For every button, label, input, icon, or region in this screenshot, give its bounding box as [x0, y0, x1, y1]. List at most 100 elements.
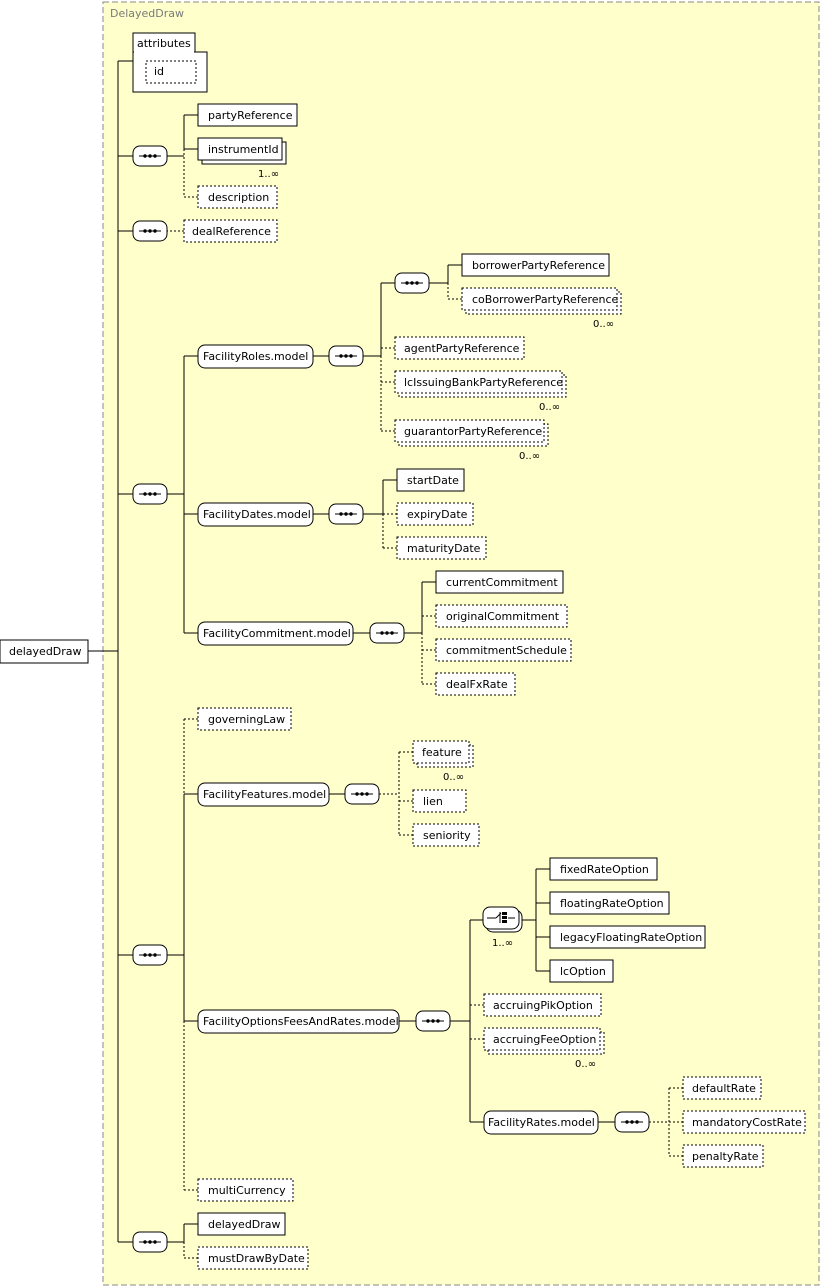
- element-guarantorPartyReference[interactable]: guarantorPartyReference 0..∞: [394, 419, 549, 462]
- lien-label: lien: [423, 795, 443, 808]
- borrowerPartyReference-label: borrowerPartyReference: [472, 259, 605, 272]
- element-instrumentId[interactable]: instrumentId 1..∞: [197, 137, 287, 180]
- facilityFeatures-label: FacilityFeatures.model: [203, 788, 326, 801]
- accruingFeeOption-label: accruingFeeOption: [493, 1033, 596, 1046]
- feature-label: feature: [422, 746, 462, 759]
- element-governingLaw[interactable]: governingLaw: [197, 707, 292, 731]
- description-label: description: [208, 191, 269, 204]
- connectors: [88, 60, 683, 1259]
- element-mandatoryCostRate[interactable]: mandatoryCostRate: [682, 1110, 806, 1134]
- dealReference-label: dealReference: [192, 225, 271, 238]
- sequence-icon: [394, 272, 430, 294]
- element-delayedDraw-child[interactable]: delayedDraw: [197, 1212, 286, 1236]
- element-agentPartyReference[interactable]: agentPartyReference: [394, 336, 525, 360]
- element-accruingPikOption[interactable]: accruingPikOption: [483, 993, 602, 1017]
- attributes-title: attributes: [137, 37, 191, 50]
- sequence-icon: [614, 1111, 650, 1133]
- dealFxRate-label: dealFxRate: [446, 678, 508, 691]
- fixedRateOption-label: fixedRateOption: [560, 863, 649, 876]
- group-FacilityDates[interactable]: FacilityDates.model: [197, 502, 314, 527]
- sequence-icon: [344, 783, 380, 805]
- seniority-label: seniority: [423, 829, 471, 842]
- facilityRates-label: FacilityRates.model: [488, 1116, 595, 1129]
- legacyFloatingRateOption-label: legacyFloatingRateOption: [560, 931, 702, 944]
- element-lien[interactable]: lien: [412, 789, 467, 813]
- element-lcOption[interactable]: lcOption: [549, 959, 614, 983]
- element-seniority[interactable]: seniority: [412, 823, 480, 847]
- element-commitmentSchedule[interactable]: commitmentSchedule: [435, 638, 572, 662]
- root-element-delayedDraw[interactable]: delayedDraw: [0, 639, 89, 664]
- group-FacilityRates[interactable]: FacilityRates.model: [483, 1110, 599, 1135]
- sequence-icon: [369, 622, 405, 644]
- choice-icon: [482, 906, 523, 933]
- originalCommitment-label: originalCommitment: [446, 610, 560, 623]
- multiCurrency-label: multiCurrency: [208, 1184, 286, 1197]
- sequence-icon: [132, 220, 168, 242]
- sequence-icon: [328, 345, 364, 367]
- element-mustDrawByDate[interactable]: mustDrawByDate: [197, 1246, 309, 1270]
- element-lcIssuingBankPartyReference[interactable]: lcIssuingBankPartyReference 0..∞: [394, 370, 567, 413]
- sequence-icon: [132, 483, 168, 505]
- delayedDraw-child-label: delayedDraw: [208, 1218, 281, 1231]
- element-penaltyRate[interactable]: penaltyRate: [682, 1144, 764, 1168]
- guarantorPartyReference-label: guarantorPartyReference: [404, 425, 542, 438]
- instrumentId-label: instrumentId: [208, 143, 279, 156]
- element-accruingFeeOption[interactable]: accruingFeeOption 0..∞: [483, 1027, 605, 1070]
- facilityOptions-label: FacilityOptionsFeesAndRates.model: [203, 1015, 399, 1028]
- sequence-icon: [415, 1010, 451, 1032]
- instrumentId-cardinality: 1..∞: [258, 169, 279, 180]
- currentCommitment-label: currentCommitment: [446, 576, 558, 589]
- maturityDate-label: maturityDate: [407, 542, 481, 555]
- floatingRateOption-label: floatingRateOption: [560, 897, 664, 910]
- element-currentCommitment[interactable]: currentCommitment: [435, 570, 564, 594]
- feature-cardinality: 0..∞: [443, 772, 464, 783]
- element-description[interactable]: description: [197, 185, 278, 209]
- element-feature[interactable]: feature 0..∞: [412, 740, 474, 783]
- element-floatingRateOption[interactable]: floatingRateOption: [549, 891, 670, 915]
- accruingPikOption-label: accruingPikOption: [493, 999, 593, 1012]
- coBorrower-cardinality: 0..∞: [593, 319, 614, 330]
- penaltyRate-label: penaltyRate: [692, 1150, 759, 1163]
- facilityRoles-label: FacilityRoles.model: [203, 350, 308, 363]
- element-expiryDate[interactable]: expiryDate: [396, 502, 474, 526]
- element-maturityDate[interactable]: maturityDate: [396, 536, 487, 560]
- defaultRate-label: defaultRate: [692, 1082, 756, 1095]
- group-FacilityOptionsFeesAndRates[interactable]: FacilityOptionsFeesAndRates.model: [197, 1009, 400, 1034]
- element-dealFxRate[interactable]: dealFxRate: [435, 672, 516, 696]
- sequence-icon: [132, 145, 168, 167]
- element-multiCurrency[interactable]: multiCurrency: [197, 1178, 294, 1202]
- element-dealReference[interactable]: dealReference: [183, 219, 278, 243]
- choice-cardinality: 1..∞: [492, 938, 513, 949]
- element-coBorrowerPartyReference[interactable]: coBorrowerPartyReference 0..∞: [461, 287, 622, 330]
- element-legacyFloatingRateOption[interactable]: legacyFloatingRateOption: [549, 925, 706, 949]
- partyReference-label: partyReference: [208, 109, 293, 122]
- sequence-icon: [328, 503, 364, 525]
- agentPartyReference-label: agentPartyReference: [404, 342, 520, 355]
- expiryDate-label: expiryDate: [407, 508, 468, 521]
- facilityCommitment-label: FacilityCommitment.model: [203, 627, 351, 640]
- attributes-box[interactable]: attributes id: [132, 32, 208, 93]
- group-FacilityCommitment[interactable]: FacilityCommitment.model: [197, 621, 354, 646]
- coBorrowerPartyReference-label: coBorrowerPartyReference: [472, 293, 619, 306]
- group-FacilityRoles[interactable]: FacilityRoles.model: [197, 344, 314, 369]
- lcOption-label: lcOption: [560, 965, 606, 978]
- startDate-label: startDate: [407, 474, 459, 487]
- mandatoryCostRate-label: mandatoryCostRate: [692, 1116, 802, 1129]
- element-defaultRate[interactable]: defaultRate: [682, 1076, 762, 1100]
- guarantor-cardinality: 0..∞: [519, 451, 540, 462]
- attribute-id: id: [154, 65, 164, 78]
- lcIssuingBankPartyReference-label: lcIssuingBankPartyReference: [404, 376, 563, 389]
- element-partyReference[interactable]: partyReference: [197, 103, 298, 127]
- facilityDates-label: FacilityDates.model: [203, 508, 311, 521]
- governingLaw-label: governingLaw: [208, 713, 285, 726]
- sequence-icons: [132, 145, 650, 1253]
- element-fixedRateOption[interactable]: fixedRateOption: [549, 857, 658, 881]
- element-startDate[interactable]: startDate: [396, 468, 465, 492]
- sequence-icon: [132, 944, 168, 966]
- element-originalCommitment[interactable]: originalCommitment: [435, 604, 568, 628]
- element-borrowerPartyReference[interactable]: borrowerPartyReference: [461, 253, 610, 277]
- commitmentSchedule-label: commitmentSchedule: [446, 644, 567, 657]
- group-FacilityFeatures[interactable]: FacilityFeatures.model: [197, 782, 330, 807]
- root-label: delayedDraw: [9, 645, 82, 658]
